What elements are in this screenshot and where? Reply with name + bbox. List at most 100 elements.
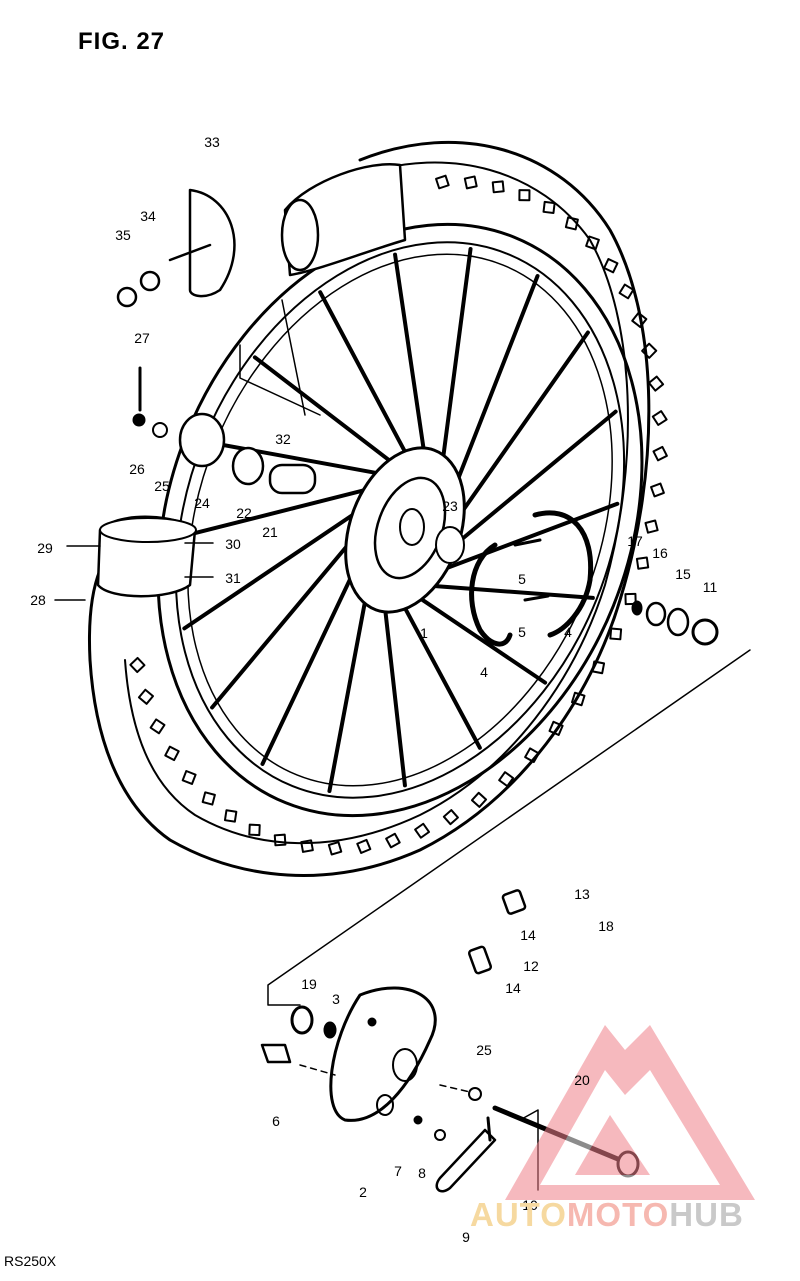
- tread-lug: [137, 688, 155, 705]
- spoke: [260, 546, 367, 766]
- speedo-parts: [260, 889, 527, 1141]
- part-label-6: 6: [272, 1113, 280, 1129]
- tread-lug: [223, 809, 238, 823]
- tread-lug: [442, 809, 459, 826]
- tread-lug: [524, 747, 540, 764]
- spoke: [180, 485, 377, 539]
- spoke: [444, 330, 590, 536]
- tread-lug: [548, 720, 564, 736]
- spoke: [252, 355, 402, 471]
- tread-lug: [571, 691, 586, 707]
- brake-cam-lever: [435, 1116, 497, 1193]
- tread-lug: [644, 519, 659, 534]
- spoke: [408, 589, 548, 685]
- spoke: [433, 501, 620, 575]
- tread-lug: [641, 342, 658, 359]
- tread-lug: [327, 841, 343, 856]
- figure-title: FIG. 27: [78, 28, 166, 55]
- part-label-17: 17: [627, 533, 643, 549]
- brake-shoes: [469, 510, 594, 647]
- watermark-logo: [505, 1025, 755, 1200]
- part-label-10: 10: [522, 1197, 538, 1213]
- tread-lug: [624, 592, 637, 606]
- tread-lug: [603, 257, 619, 274]
- part-label-18: 18: [598, 918, 614, 934]
- part-label-11: 11: [703, 579, 718, 595]
- part-label-13: 13: [574, 886, 590, 902]
- hub-parts-right: [631, 600, 719, 646]
- tread-lug: [181, 770, 197, 785]
- tread-lug: [518, 189, 531, 202]
- tread-lug: [129, 656, 146, 674]
- spoke: [318, 290, 417, 472]
- part-label-9: 9: [462, 1229, 470, 1245]
- spoke: [393, 588, 482, 750]
- part-label-16: 16: [652, 545, 668, 561]
- part-label-26: 26: [129, 461, 145, 477]
- part-label-22: 22: [236, 505, 252, 521]
- part-label-23: 23: [442, 498, 458, 514]
- part-label-19: 19: [301, 976, 317, 992]
- part-label-31: 31: [225, 570, 241, 586]
- part-label-4: 4: [564, 624, 572, 640]
- part-label-14: 14: [505, 980, 521, 996]
- spoke: [436, 246, 473, 495]
- part-label-3: 3: [332, 991, 340, 1007]
- spoke: [380, 579, 407, 788]
- part-label-7: 7: [394, 1163, 402, 1179]
- tread-lug: [564, 216, 579, 231]
- tread-lug: [631, 311, 648, 328]
- watermark-part2: MOTO: [566, 1196, 670, 1233]
- part-label-34: 34: [140, 208, 156, 224]
- tread-lug: [356, 838, 372, 854]
- spokes: [180, 246, 620, 794]
- tread-lug: [164, 745, 180, 762]
- spoke: [422, 583, 595, 600]
- part-label-25: 25: [154, 478, 170, 494]
- tread-lug: [591, 660, 606, 675]
- tread-lug: [491, 180, 505, 194]
- part-label-20: 20: [574, 1072, 590, 1088]
- spoke: [205, 440, 388, 477]
- tread-lug: [498, 771, 515, 788]
- part-label-33: 33: [204, 134, 220, 150]
- assembly-lines: [54, 299, 751, 1191]
- tread-lug: [585, 235, 600, 251]
- spoke: [443, 274, 540, 514]
- tread-lug: [300, 839, 314, 853]
- tread-lug: [201, 791, 216, 806]
- tread-lug: [542, 200, 556, 214]
- part-label-25: 25: [476, 1042, 492, 1058]
- part-label-5: 5: [518, 571, 526, 587]
- tread-lug: [652, 445, 668, 462]
- part-label-15: 15: [675, 566, 691, 582]
- tread-lug: [463, 175, 478, 190]
- model-code: RS250X: [4, 1253, 57, 1269]
- part-label-14: 14: [520, 927, 536, 943]
- tread-lug: [273, 833, 287, 847]
- part-label-32: 32: [275, 431, 291, 447]
- spoke: [210, 524, 366, 710]
- tread-lug: [635, 556, 650, 570]
- tube: [96, 515, 197, 598]
- part-label-27: 27: [134, 330, 150, 346]
- watermark-text: AUTOMOTOHUB: [470, 1196, 744, 1234]
- tread-lug: [648, 375, 665, 392]
- watermark-part3: HUB: [669, 1196, 744, 1233]
- tread-lug: [618, 283, 635, 300]
- tread-lug: [609, 627, 623, 641]
- part-label-8: 8: [418, 1165, 426, 1181]
- part-label-35: 35: [115, 227, 131, 243]
- spoke: [182, 503, 369, 631]
- tread-lug: [650, 482, 665, 498]
- tread-lug: [248, 823, 261, 837]
- tread-lug: [651, 410, 668, 426]
- part-label-5: 5: [518, 624, 526, 640]
- watermark-part1: AUTO: [470, 1196, 567, 1233]
- brake-panel: [329, 986, 437, 1122]
- part-label-29: 29: [37, 540, 53, 556]
- tread-lug: [149, 718, 166, 735]
- spoke: [441, 409, 618, 557]
- tread-lug: [470, 791, 488, 808]
